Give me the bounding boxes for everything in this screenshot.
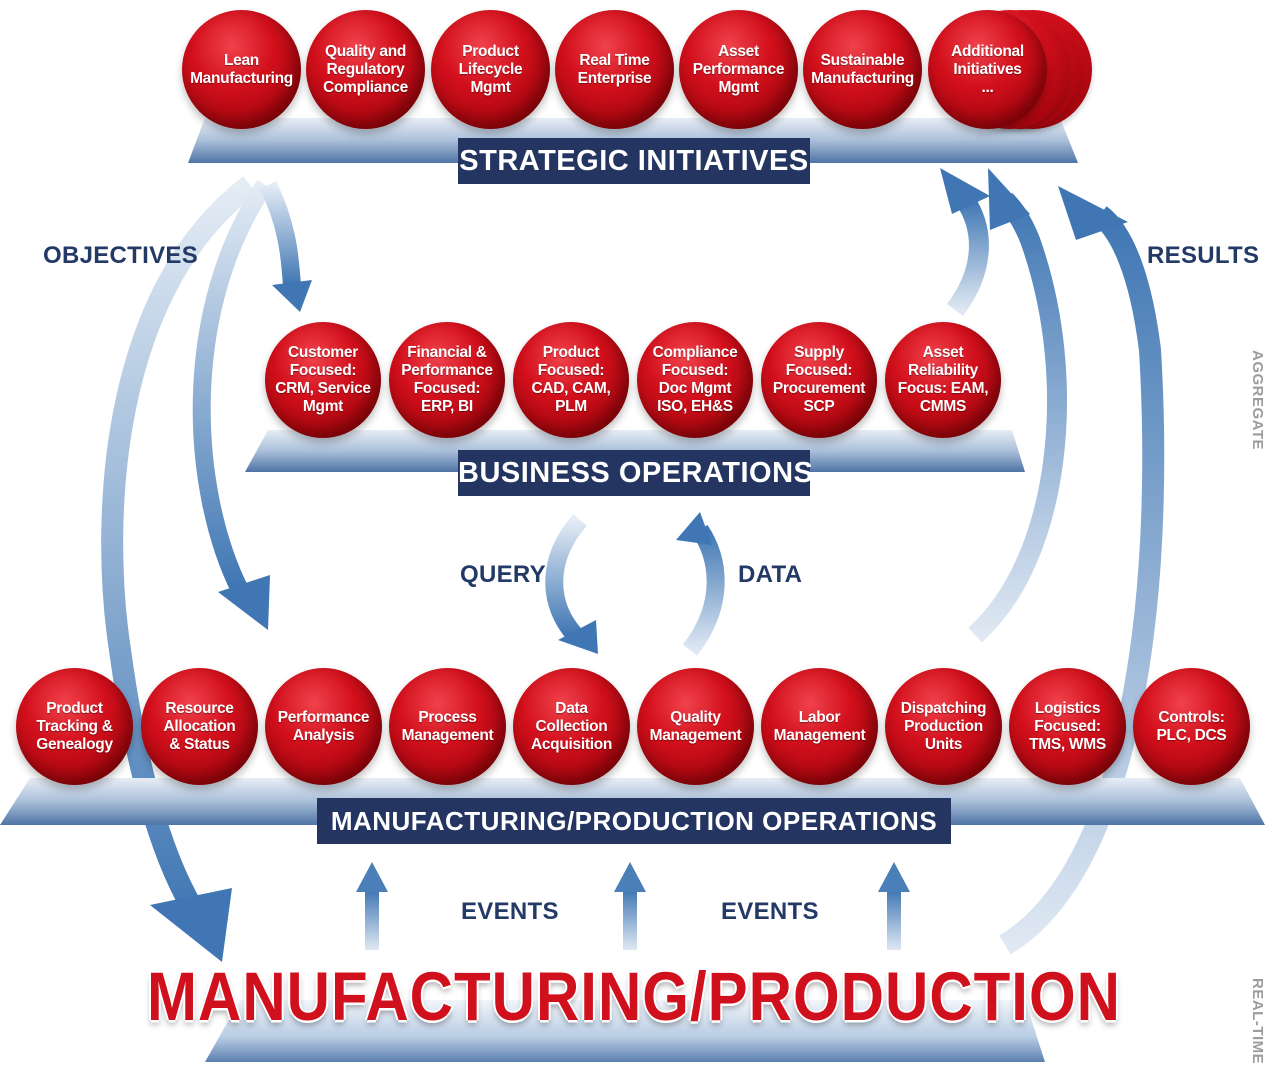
manufacturing-operations-banner: MANUFACTURING/PRODUCTION OPERATIONS <box>317 798 951 844</box>
initiative-label: Sustainable Manufacturing <box>811 51 914 87</box>
aggregate-label: AGGREGATE <box>1249 350 1266 451</box>
business-supply-focused: Supply Focused: Procurement SCP <box>761 322 877 438</box>
events-arrow-3-head <box>878 862 910 892</box>
events-arrow-1-shaft <box>365 890 379 950</box>
results-label: RESULTS <box>1147 242 1260 269</box>
mfg-product-tracking: Product Tracking & Genealogy <box>16 668 133 785</box>
mfg-logistics-focused: Logistics Focused: TMS, WMS <box>1009 668 1126 785</box>
events-arrow-2-shaft <box>623 890 637 950</box>
initiative-label: Lean Manufacturing <box>190 51 293 87</box>
business-product-focused: Product Focused: CAD, CAM, PLM <box>513 322 629 438</box>
results-arc-outer <box>999 206 1165 955</box>
mfg-controls: Controls: PLC, DCS <box>1133 668 1250 785</box>
business-compliance-focused: Compliance Focused: Doc Mgmt ISO, EH&S <box>637 322 753 438</box>
events-arrow-1-head <box>356 862 388 892</box>
mfg-label: Controls: PLC, DCS <box>1156 708 1227 744</box>
strategic-initiatives-banner: STRATEGIC INITIATIVES <box>458 138 810 184</box>
mfg-label: Data Collection Acquisition <box>530 699 613 753</box>
data-arrowhead <box>676 512 712 545</box>
results-arc-mid <box>968 192 1068 643</box>
initiative-label: Additional Initiatives ... <box>951 42 1024 96</box>
mfg-label: Process Management <box>401 708 494 744</box>
business-label: Financial & Performance Focused: ERP, BI <box>401 344 493 415</box>
mfg-label: Logistics Focused: TMS, WMS <box>1029 699 1106 753</box>
objectives-arc-inner <box>259 181 301 286</box>
initiative-additional: Additional Initiatives ... <box>928 10 1047 129</box>
business-label: Customer Focused: CRM, Service Mgmt <box>275 344 371 415</box>
objectives-label: OBJECTIVES <box>43 242 199 269</box>
mfg-performance-analysis: Performance Analysis <box>265 668 382 785</box>
manufacturing-production-title: MANUFACTURING/PRODUCTION <box>147 957 1121 1036</box>
results-arc-inner <box>946 194 989 316</box>
mfg-data-collection: Data Collection Acquisition <box>513 668 630 785</box>
business-label: Asset Reliability Focus: EAM, CMMS <box>897 344 989 415</box>
initiative-real-time-enterprise: Real Time Enterprise <box>555 10 674 129</box>
mfg-label: Quality Management <box>649 708 742 744</box>
results-arrowhead-inner <box>940 168 990 214</box>
initiative-lean-manufacturing: Lean Manufacturing <box>182 10 301 129</box>
objectives-arc-outer <box>101 176 257 927</box>
results-arrowhead-outer <box>1058 186 1128 240</box>
initiative-quality-regulatory: Quality and Regulatory Compliance <box>306 10 425 129</box>
business-asset-reliability: Asset Reliability Focus: EAM, CMMS <box>885 322 1001 438</box>
real-time-label: REAL-TIME <box>1249 978 1266 1065</box>
business-customer-focused: Customer Focused: CRM, Service Mgmt <box>265 322 381 438</box>
production-platform <box>205 1000 1045 1062</box>
business-label: Supply Focused: Procurement SCP <box>772 344 866 415</box>
mfg-labor-management: Labor Management <box>761 668 878 785</box>
initiative-label: Product Lifecycle Mgmt <box>458 42 523 96</box>
results-arrowhead-mid <box>988 168 1030 230</box>
data-arrow-arc <box>682 525 725 656</box>
initiative-label: Asset Performance Mgmt <box>692 42 785 96</box>
mfg-label: Dispatching Production Units <box>900 699 987 753</box>
initiative-label: Real Time Enterprise <box>577 51 652 87</box>
initiative-label: Quality and Regulatory Compliance <box>323 42 408 96</box>
mfg-resource-allocation: Resource Allocation & Status <box>141 668 258 785</box>
mfg-label: Labor Management <box>773 708 866 744</box>
business-operations-banner: BUSINESS OPERATIONS <box>458 450 813 496</box>
events-arrow-2-head <box>614 862 646 892</box>
objectives-arrowhead-mid <box>218 575 270 630</box>
mfg-quality-management: Quality Management <box>637 668 754 785</box>
data-label: DATA <box>738 561 803 588</box>
objectives-arrowhead-outer <box>150 888 232 962</box>
business-label: Compliance Focused: Doc Mgmt ISO, EH&S <box>652 344 738 415</box>
business-label: Product Focused: CAD, CAM, PLM <box>531 344 611 415</box>
query-arrowhead <box>558 620 598 654</box>
objectives-arrowhead-inner <box>272 280 312 312</box>
events-label-left: EVENTS <box>461 898 559 925</box>
query-arrow-arc <box>545 514 587 642</box>
events-label-right: EVENTS <box>721 898 819 925</box>
events-arrow-3-shaft <box>887 890 901 950</box>
mfg-label: Resource Allocation & Status <box>163 699 236 753</box>
mfg-dispatching-units: Dispatching Production Units <box>885 668 1002 785</box>
mfg-label: Product Tracking & Genealogy <box>36 699 113 753</box>
query-label: QUERY <box>460 561 546 588</box>
mfg-label: Performance Analysis <box>277 708 370 744</box>
business-financial-focused: Financial & Performance Focused: ERP, BI <box>389 322 505 438</box>
mfg-process-management: Process Management <box>389 668 506 785</box>
initiative-sustainable-manufacturing: Sustainable Manufacturing <box>803 10 922 129</box>
objectives-arc-mid <box>192 179 273 595</box>
initiative-asset-performance: Asset Performance Mgmt <box>679 10 798 129</box>
initiative-product-lifecycle: Product Lifecycle Mgmt <box>431 10 550 129</box>
